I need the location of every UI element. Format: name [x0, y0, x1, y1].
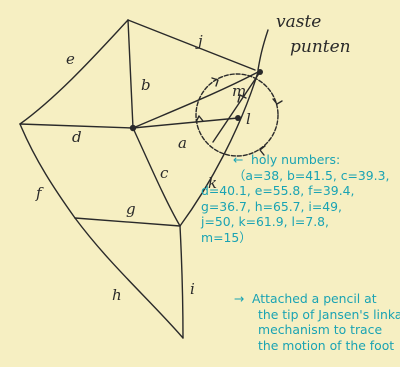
motion-arrow-left [195, 115, 204, 123]
motion-arrow-top [211, 77, 219, 87]
holy-numbers-title: holy numbers: [251, 152, 341, 167]
label-l: l [246, 110, 251, 128]
handwritten-note-line-2: punten [290, 37, 351, 57]
motion-arrow-inner [237, 94, 247, 103]
holy-numbers-title-row: ← holy numbers: [233, 152, 389, 168]
label-m: m [232, 82, 246, 100]
holy-numbers-line: d=40.1, e=55.8, f=39.4, [201, 183, 355, 198]
link-b [127, 19, 134, 129]
link-h [74, 217, 184, 339]
pencil-line: Attached a pencil at [252, 291, 377, 306]
link-i [179, 225, 184, 339]
link-f [19, 123, 76, 219]
label-d: d [72, 128, 82, 146]
holy-numbers-line: j=50, k=61.9, l=7.8, [201, 214, 329, 229]
right-arrow-icon: → [234, 291, 245, 306]
label-g: g [126, 200, 136, 218]
motion-arrow-bottom [259, 145, 266, 156]
link-g [74, 217, 181, 227]
label-c: c [160, 164, 169, 182]
link-long [132, 71, 259, 129]
label-a: a [178, 134, 187, 152]
label-b: b [141, 76, 151, 94]
link-e [19, 19, 129, 125]
crank-circle [195, 73, 279, 157]
fixed-point-left [129, 124, 137, 132]
link-c [132, 127, 181, 227]
label-j: j [195, 32, 203, 50]
pencil-line: mechanism to trace [258, 322, 383, 337]
holy-numbers-line: （a=38, b=41.5, c=39.3, [233, 167, 390, 183]
label-f: f [35, 184, 44, 202]
link-d [19, 123, 134, 129]
pencil-annotation: → Attached a pencil at the tip of Jansen'… [234, 291, 400, 353]
note-pointer [257, 29, 269, 71]
pencil-line: the tip of Jansen's linkage [258, 306, 400, 322]
link-k [179, 71, 259, 227]
label-k: k [208, 174, 217, 192]
holy-numbers-annotation: ← holy numbers: （a=38, b=41.5, c=39.3, d=… [201, 152, 390, 245]
link-top [127, 19, 256, 71]
fixed-point-right [235, 115, 241, 121]
crank-tip [257, 69, 263, 75]
link-crank [212, 71, 261, 143]
motion-arrow-right [272, 98, 283, 105]
holy-numbers-line: m=15） [201, 229, 252, 245]
pencil-line: the motion of the foot [258, 337, 395, 353]
link-a [132, 117, 239, 129]
label-e: e [66, 50, 75, 68]
handwritten-note-line-1: vaste [276, 12, 321, 32]
label-h: h [112, 286, 122, 304]
holy-numbers-line: g=36.7, h=65.7, i=49, [201, 198, 342, 214]
pencil-row: → Attached a pencil at [234, 291, 400, 307]
label-i: i [190, 280, 195, 298]
left-arrow-icon: ← [233, 152, 244, 167]
